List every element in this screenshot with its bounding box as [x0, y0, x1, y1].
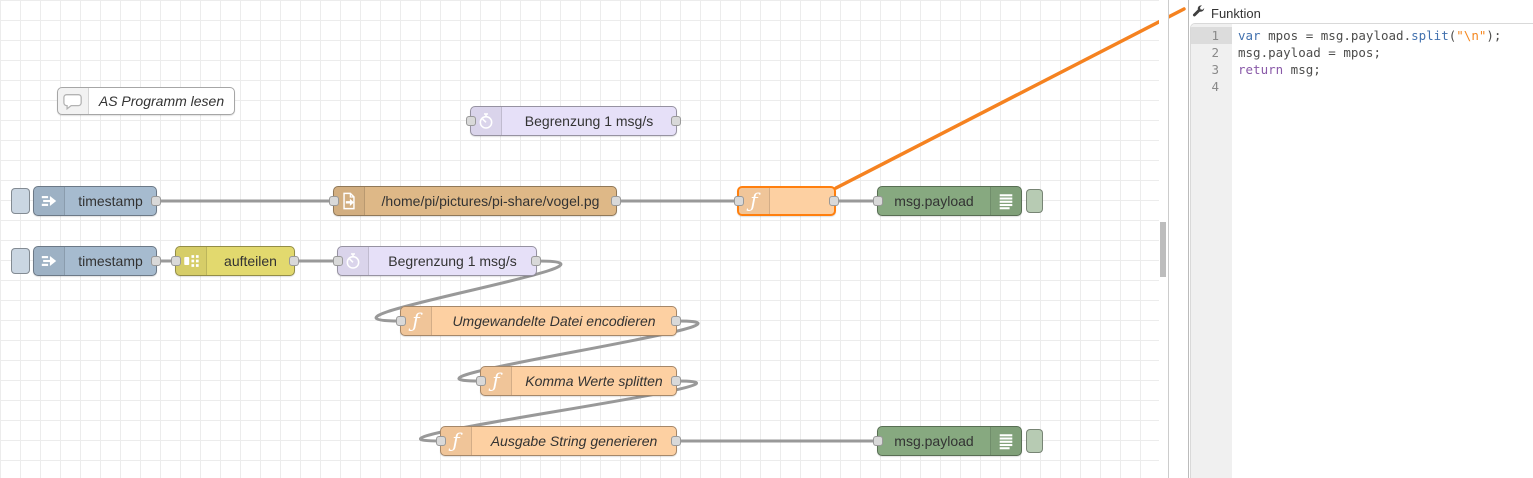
- port-in[interactable]: [333, 256, 343, 266]
- port-out[interactable]: [671, 316, 681, 326]
- port-out[interactable]: [531, 256, 541, 266]
- port-in[interactable]: [873, 436, 883, 446]
- port-out[interactable]: [671, 436, 681, 446]
- port-in[interactable]: [476, 376, 486, 386]
- port-in[interactable]: [436, 436, 446, 446]
- port-in[interactable]: [396, 316, 406, 326]
- node-comment1[interactable]: AS Programm lesen: [57, 87, 235, 115]
- inject-button[interactable]: [11, 188, 30, 214]
- gutter-line-number: 2: [1211, 45, 1219, 60]
- debug-lines-icon: [990, 187, 1021, 215]
- node-func3-label: Ausgabe String generieren: [490, 433, 658, 449]
- debug-toggle-button[interactable]: [1026, 429, 1043, 453]
- node-debug1-label: msg.payload: [894, 193, 974, 209]
- gutter-line-number: 4: [1211, 79, 1219, 94]
- node-comment1-label: AS Programm lesen: [98, 93, 225, 109]
- function-icon: ƒ: [739, 188, 770, 214]
- wrench-icon: [1192, 5, 1205, 21]
- node-inject1[interactable]: timestamp: [11, 186, 161, 216]
- file-in-icon: [334, 187, 365, 215]
- port-out[interactable]: [611, 196, 621, 206]
- inject-arrow-icon: [34, 247, 65, 275]
- node-debug1[interactable]: msg.payload: [873, 186, 1043, 216]
- panel-title: Funktion: [1211, 5, 1261, 21]
- port-in[interactable]: [734, 196, 744, 206]
- code-line: var mpos = msg.payload.split("\n");: [1238, 28, 1502, 43]
- node-func1-label: Umgewandelte Datei encodieren: [452, 313, 656, 329]
- timer-icon: [471, 107, 502, 135]
- node-delay2[interactable]: Begrenzung 1 msg/s: [333, 246, 541, 276]
- panel-header: Funktion: [1189, 0, 1533, 24]
- port-in[interactable]: [873, 196, 883, 206]
- node-debug2-label: msg.payload: [894, 433, 974, 449]
- node-delay1[interactable]: Begrenzung 1 msg/s: [466, 106, 681, 136]
- port-in[interactable]: [466, 116, 476, 126]
- gutter-line-number: 1: [1191, 27, 1232, 44]
- node-inject2[interactable]: timestamp: [11, 246, 161, 276]
- code-line: return msg;: [1238, 62, 1321, 77]
- code-line: msg.payload = mpos;: [1238, 45, 1381, 60]
- inject-arrow-icon: [34, 187, 65, 215]
- port-out[interactable]: [151, 256, 161, 266]
- port-in[interactable]: [329, 196, 339, 206]
- node-debug2[interactable]: msg.payload: [873, 426, 1043, 456]
- inject-button[interactable]: [11, 248, 30, 274]
- editor-code: var mpos = msg.payload.split("\n"); msg.p…: [1232, 27, 1533, 478]
- port-out[interactable]: [829, 196, 839, 206]
- debug-lines-icon: [990, 427, 1021, 455]
- port-out[interactable]: [671, 376, 681, 386]
- code-line: [1238, 78, 1533, 95]
- port-out[interactable]: [671, 116, 681, 126]
- comment-bubble-icon: [58, 88, 89, 114]
- port-in[interactable]: [171, 256, 181, 266]
- timer-icon: [338, 247, 369, 275]
- node-split1-label: aufteilen: [224, 253, 277, 269]
- node-file1-label: /home/pi/pictures/pi-share/vogel.pg: [381, 193, 600, 209]
- debug-toggle-button[interactable]: [1026, 189, 1043, 213]
- node-delay1-label: Begrenzung 1 msg/s: [524, 113, 654, 129]
- canvas-scrollbar-thumb[interactable]: [1160, 222, 1166, 277]
- node-inject2-label: timestamp: [78, 253, 143, 269]
- gutter-line-number: 3: [1211, 62, 1219, 77]
- split-icon: [176, 247, 207, 275]
- node-func0-label: [770, 188, 834, 214]
- port-out[interactable]: [289, 256, 299, 266]
- node-func2-label: Komma Werte splitten: [525, 373, 663, 389]
- port-out[interactable]: [151, 196, 161, 206]
- node-func0[interactable]: ƒ: [734, 186, 839, 216]
- node-delay2-label: Begrenzung 1 msg/s: [388, 253, 517, 269]
- canvas-scrollbar[interactable]: [1159, 0, 1169, 478]
- node-file1[interactable]: /home/pi/pictures/pi-share/vogel.pg: [329, 186, 621, 216]
- node-split1[interactable]: aufteilen: [171, 246, 299, 276]
- node-inject1-label: timestamp: [78, 193, 143, 209]
